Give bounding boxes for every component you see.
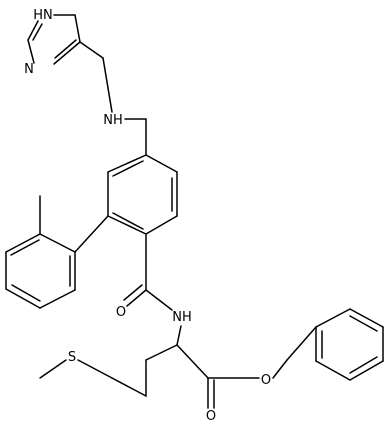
amide-group	[123, 233, 173, 311]
sulfur-label: S	[68, 350, 76, 365]
tolyl-ring	[5, 195, 109, 309]
label-backgrounds	[22, 6, 273, 423]
amide-nh-label: NH	[172, 310, 192, 325]
amide-o-label: O	[116, 305, 126, 320]
central-benzene-ring	[107, 154, 178, 235]
amine-linker	[79, 41, 147, 156]
imidazole-nh-label: HN	[33, 8, 53, 23]
amine-nh-label: NH	[103, 113, 123, 128]
benzyl-ring	[286, 308, 384, 381]
imidazole-ring	[27, 14, 81, 65]
methionine-backbone	[39, 325, 288, 409]
ester-o-double-label: O	[206, 409, 216, 424]
ester-o-single-label: O	[261, 373, 271, 388]
imidazole-n-label: N	[24, 62, 34, 77]
